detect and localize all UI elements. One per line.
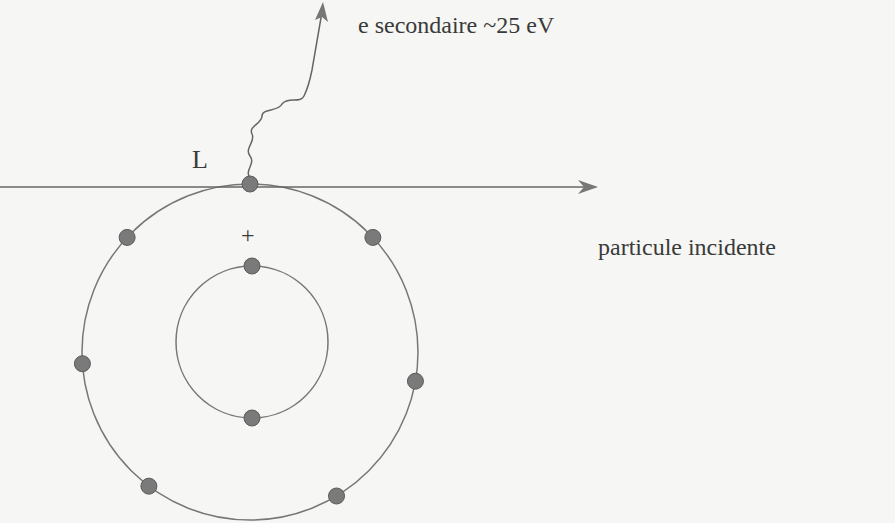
inner-shell — [176, 266, 328, 418]
electron-dot — [329, 488, 345, 504]
incident-particle-label: particule incidente — [598, 234, 776, 260]
secondary-arrowhead — [315, 2, 328, 22]
incident-track — [0, 186, 596, 188]
electron-dot — [244, 258, 260, 274]
electron-dot — [242, 176, 258, 192]
outer-shell — [82, 184, 418, 520]
electrons — [74, 176, 423, 504]
electron-dot — [141, 478, 157, 494]
track-arrowhead — [578, 180, 598, 194]
electron-dot — [407, 373, 423, 389]
nucleus-charge: + — [241, 222, 255, 248]
electron-dot — [119, 229, 135, 245]
shell-letter: L — [192, 146, 208, 175]
electron-dot — [244, 410, 260, 426]
secondary-electron-path — [248, 12, 322, 178]
electron-dot — [365, 229, 381, 245]
electron-dot — [74, 356, 90, 372]
secondary-electron-label: e secondaire ~25 eV — [358, 12, 554, 38]
